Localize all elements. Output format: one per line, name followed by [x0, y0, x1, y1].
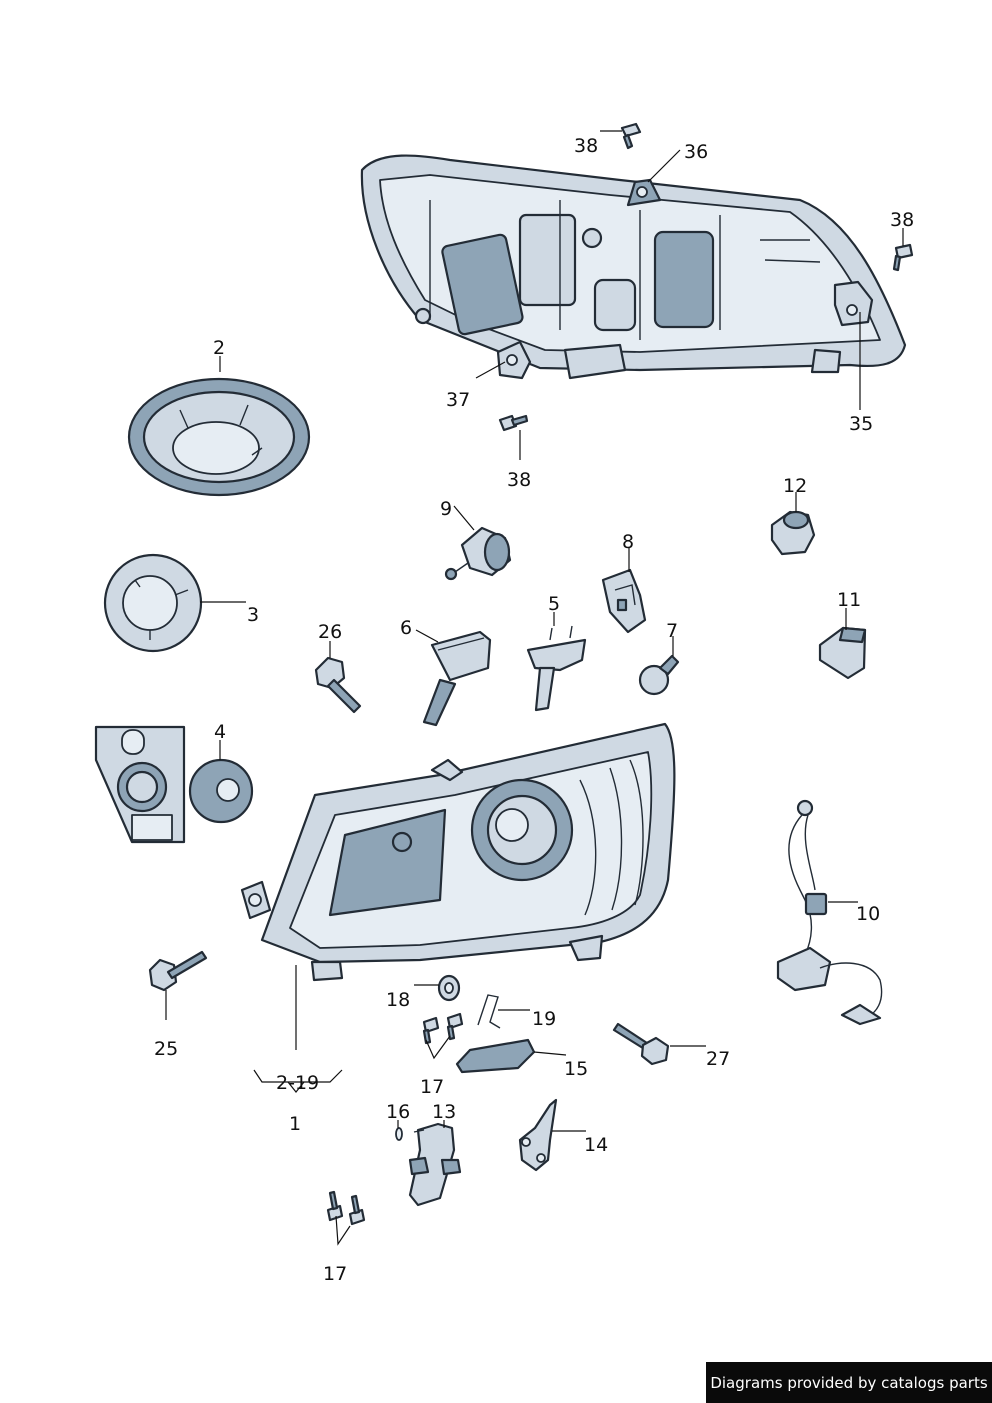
headlight-housing-rear — [360, 154, 907, 380]
callout-26: 26 — [318, 621, 342, 643]
callout-labels: 38 36 38 2 37 35 38 9 12 8 3 5 11 6 26 7… — [154, 135, 914, 1285]
bulb-7 — [638, 654, 680, 696]
bolt-27 — [612, 1022, 670, 1066]
callout-18: 18 — [386, 989, 410, 1011]
footer-text: Diagrams provided by catalogs parts — [710, 1373, 988, 1392]
bolt-26 — [314, 656, 362, 714]
screws-17-upper — [422, 1012, 464, 1045]
callout-9: 9 — [440, 498, 452, 520]
clip-19 — [477, 994, 501, 1029]
callout-27: 27 — [706, 1048, 730, 1070]
callout-19: 19 — [532, 1008, 556, 1030]
bolt-25 — [148, 950, 208, 992]
footer-credit: Diagrams provided by catalogs parts — [706, 1362, 992, 1403]
callout-16: 16 — [386, 1101, 410, 1123]
holder-8 — [601, 568, 647, 634]
callout-8: 8 — [622, 531, 634, 553]
bulb-holder-9 — [444, 526, 512, 581]
callout-38-right: 38 — [890, 209, 914, 231]
callout-2-19: 2-19 — [276, 1072, 319, 1094]
callout-2: 2 — [213, 337, 225, 359]
callout-5: 5 — [548, 593, 560, 615]
callout-7: 7 — [666, 620, 678, 642]
callout-17-lower: 17 — [323, 1263, 347, 1285]
oring-16 — [395, 1127, 403, 1141]
callout-35: 35 — [849, 413, 873, 435]
callout-11: 11 — [837, 589, 861, 611]
callout-12: 12 — [783, 475, 807, 497]
bulb-6 — [422, 630, 492, 727]
bracket-14 — [518, 1098, 558, 1172]
grommet-4 — [188, 758, 254, 824]
screw-38-bottom — [498, 414, 529, 432]
callout-10: 10 — [856, 903, 880, 925]
callout-1: 1 — [289, 1113, 301, 1135]
actuator-13 — [408, 1122, 462, 1207]
callout-13: 13 — [432, 1101, 456, 1123]
bulb-5 — [526, 625, 587, 712]
screws-17-lower — [326, 1190, 366, 1226]
callout-4: 4 — [214, 721, 226, 743]
housing-cutaway — [94, 725, 186, 844]
callout-3: 3 — [247, 604, 259, 626]
callout-25: 25 — [154, 1038, 178, 1060]
callout-38-top: 38 — [574, 135, 598, 157]
ring-cap-3 — [103, 553, 203, 653]
callout-38-bottom: 38 — [507, 469, 531, 491]
ring-gasket-2 — [127, 377, 311, 497]
leader-lines — [165, 130, 904, 1246]
callout-37: 37 — [446, 389, 470, 411]
callout-17-upper: 17 — [420, 1076, 444, 1098]
callout-14: 14 — [584, 1134, 608, 1156]
callout-6: 6 — [400, 617, 412, 639]
callout-15: 15 — [564, 1058, 588, 1080]
callout-36: 36 — [684, 141, 708, 163]
headlight-assembly-1 — [240, 722, 676, 982]
bulb-12 — [770, 510, 816, 556]
screw-38-right — [892, 243, 914, 272]
washer-18 — [437, 974, 461, 1002]
screw-38-top — [620, 122, 642, 150]
wiring-harness-10 — [776, 799, 883, 1026]
connector-11 — [818, 626, 867, 680]
cover-15 — [455, 1038, 536, 1074]
